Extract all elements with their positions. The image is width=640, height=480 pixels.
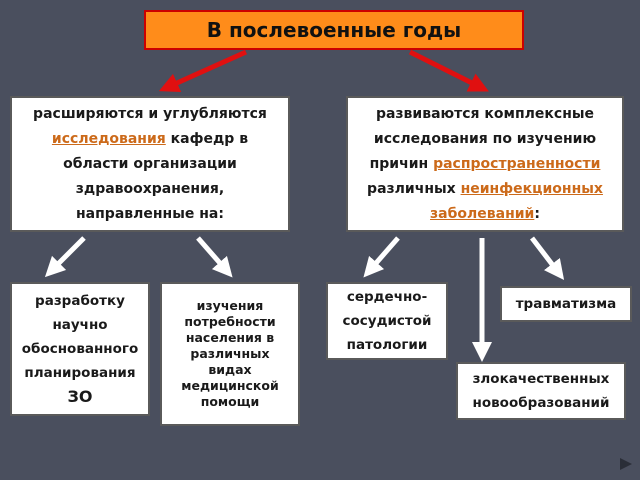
box-needs-line-3: населения в — [185, 330, 275, 345]
left-main-box: расширяются и углубляются исследования к… — [10, 96, 290, 232]
box-neo-line-2: новообразований — [472, 395, 610, 411]
right-line-3-pre: причин — [369, 155, 434, 172]
box-needs-line-6: медицинской — [181, 378, 279, 393]
box-needs-study: изучения потребности населения в различн… — [160, 282, 300, 426]
left-line-3: области организации — [63, 155, 237, 172]
box-needs-line-4: различных — [190, 346, 270, 361]
box-needs-line-1: изучения — [196, 298, 264, 313]
right-line-4: различных неинфекционных — [367, 177, 603, 202]
white-arrow-to-box1 — [44, 236, 86, 278]
box-needs-line-5: видах — [208, 362, 252, 377]
box-planning-line-2: научно — [52, 317, 108, 333]
right-main-box: развиваются комплексные исследования по … — [346, 96, 624, 232]
box-planning-line-5: ЗО — [67, 387, 93, 406]
box-planning-line-3: обоснованного — [21, 341, 139, 357]
box-planning-line-1: разработку — [35, 293, 125, 309]
box-cardio-line-3: патологии — [346, 337, 428, 353]
red-arrow-right — [408, 49, 489, 92]
right-line-5-post: : — [534, 205, 540, 222]
box-neo-line-1: злокачественных — [472, 371, 610, 387]
box-neoplasms: злокачественных новообразований — [456, 362, 626, 420]
box-trauma: травматизма — [500, 286, 632, 322]
left-line-5: направленные на: — [76, 205, 224, 222]
left-line-2-rest: кафедр в — [165, 130, 249, 147]
red-arrow-left — [158, 49, 248, 93]
right-line-3: причин распространенности — [367, 152, 603, 177]
box-cardio-line-1: сердечно- — [346, 289, 428, 305]
right-link-diseases[interactable]: заболеваний — [430, 205, 535, 222]
left-link-research[interactable]: исследования — [51, 130, 166, 147]
box-cardio-line-2: сосудистой — [342, 313, 432, 329]
box-needs-line-7: помощи — [200, 394, 260, 409]
right-line-2: исследования по изучению — [373, 130, 597, 147]
triangle-right-icon[interactable] — [618, 456, 634, 472]
box-planning-line-4: планирования — [24, 365, 136, 381]
box-needs-line-2: потребности — [184, 314, 276, 329]
box-cardiovascular: сердечно- сосудистой патологии — [326, 282, 448, 360]
box-planning: разработку научно обоснованного планиров… — [10, 282, 150, 416]
white-arrow-to-box3 — [363, 236, 400, 278]
left-line-1: расширяются и углубляются — [33, 105, 267, 122]
right-line-5: заболеваний: — [367, 202, 603, 227]
left-line-2: исследования кафедр в — [33, 127, 267, 152]
diagram-title: В послевоенные годы — [144, 10, 524, 50]
right-line-4-pre: различных — [367, 180, 461, 197]
white-arrow-to-box2 — [196, 236, 233, 278]
left-line-4: здравоохранения, — [75, 180, 225, 197]
right-link-noninfectious[interactable]: неинфекционных — [460, 180, 603, 197]
box-trauma-line-1: травматизма — [515, 296, 617, 312]
right-link-prevalence[interactable]: распространенности — [433, 155, 601, 172]
right-line-1: развиваются комплексные — [375, 105, 595, 122]
white-arrow-to-box4 — [530, 236, 565, 280]
